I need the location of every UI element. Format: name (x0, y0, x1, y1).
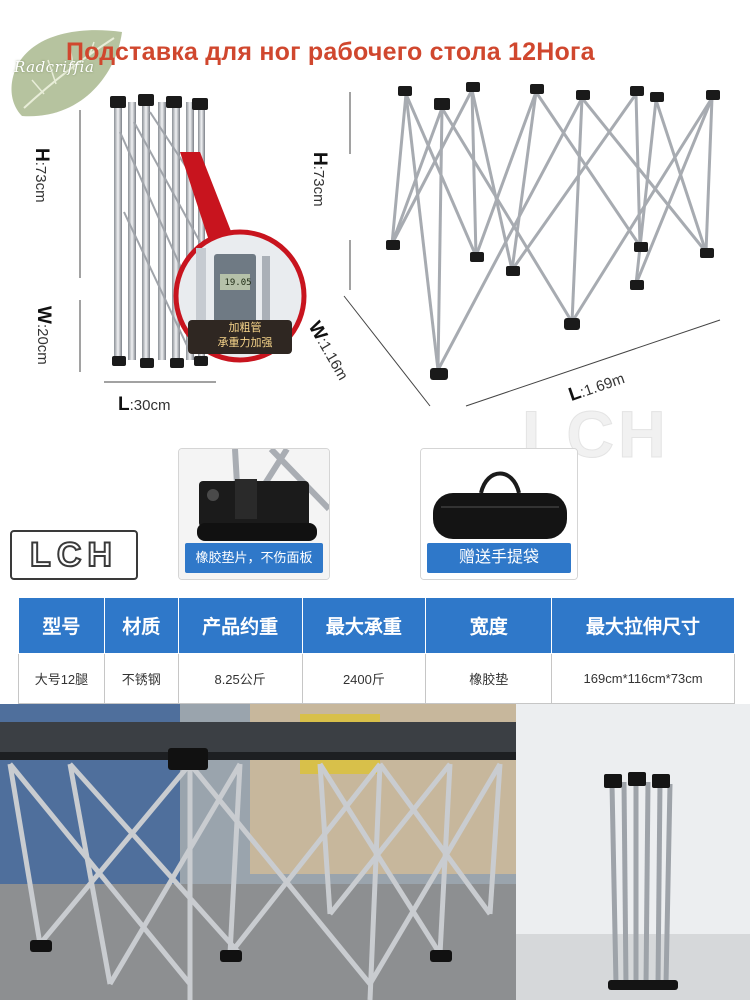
feature-caption-rubber-pad: 橡胶垫片，不伤面板 (185, 543, 323, 573)
caliper-callout (173, 152, 307, 363)
spec-header-model: 型号 (18, 598, 105, 654)
photo-stand-in-use (0, 704, 516, 1000)
folded-width-value: :20cm (34, 323, 51, 365)
feature-carry-bag: 赠送手提袋 (420, 448, 578, 580)
spec-header-max-load: 最大承重 (301, 598, 427, 654)
folded-length-label: L:30cm (118, 394, 170, 416)
expanded-height-key: H (309, 152, 330, 166)
caliper-reading: 19.05 (224, 278, 252, 288)
photo-folded-stand (516, 704, 750, 1000)
folded-width-key: W (33, 306, 54, 324)
spec-cell-model: 大号12腿 (18, 652, 105, 704)
folded-dimension-lines (79, 110, 216, 383)
spec-cell-material: 不锈钢 (103, 652, 179, 704)
expanded-height-value: :73cm (310, 165, 327, 207)
feature-rubber-pad: 橡胶垫片，不伤面板 (178, 448, 330, 580)
spec-cell-max-size: 169cm*116cm*73cm (551, 652, 735, 704)
brand-logo-lch: LCH (10, 530, 138, 580)
feature-caption-carry-bag: 赠送手提袋 (427, 543, 571, 573)
folded-height-value: :73cm (32, 161, 49, 203)
callout-line-1: 加粗管 (228, 322, 262, 334)
folded-length-key: L (118, 394, 130, 415)
expanded-stand-illustration (386, 82, 720, 380)
page-title: Подставка для ног рабочего стола 12Нога (66, 38, 595, 66)
brand-text: Radcriffia (14, 58, 95, 76)
brand-leaf-logo (11, 30, 122, 117)
spec-cell-max-load: 2400斤 (301, 652, 427, 704)
expanded-height-label: H:73cm (308, 152, 330, 207)
spec-header-weight: 产品约重 (177, 598, 303, 654)
expanded-dimension-lines (343, 92, 721, 407)
table-row: 大号12腿 不锈钢 8.25公斤 2400斤 橡胶垫 169cm*116cm*7… (18, 652, 735, 704)
folded-length-value: :30cm (129, 397, 171, 414)
folded-width-label: W:20cm (32, 306, 54, 365)
spec-cell-width: 橡胶垫 (425, 652, 553, 704)
spec-table: 型号 材质 产品约重 最大承重 宽度 最大拉伸尺寸 大号12腿 不锈钢 8.25… (18, 598, 735, 704)
spec-cell-weight: 8.25公斤 (177, 652, 303, 704)
folded-stand-illustration (110, 94, 208, 368)
callout-line-2: 承重力加强 (217, 337, 273, 349)
callout-caption: 加粗管 承重力加强 (190, 321, 300, 351)
spec-header-material: 材质 (103, 598, 179, 654)
spec-header-row: 型号 材质 产品约重 最大承重 宽度 最大拉伸尺寸 (18, 598, 735, 654)
spec-header-width: 宽度 (425, 598, 553, 654)
folded-height-label: H:73cm (30, 148, 52, 203)
folded-height-key: H (31, 148, 52, 162)
spec-header-max-size: 最大拉伸尺寸 (551, 598, 735, 654)
